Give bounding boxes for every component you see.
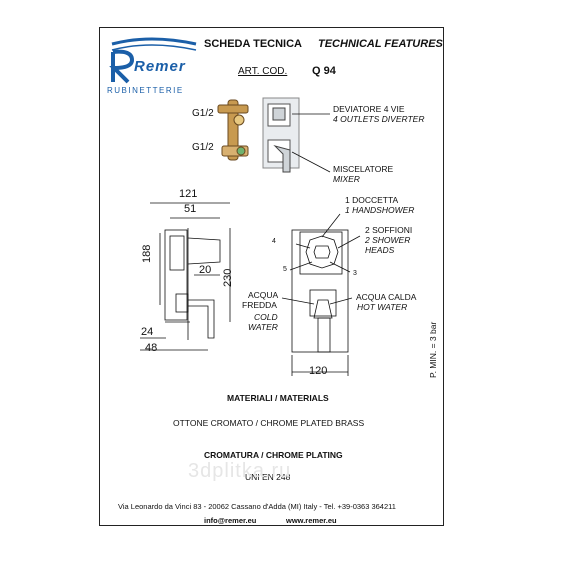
dim-120: 120 bbox=[309, 365, 328, 377]
dim-51: 51 bbox=[184, 203, 197, 215]
mixer-label-en: MIXER bbox=[333, 174, 360, 184]
min-pressure-label: P. MIN. = 3 bar bbox=[428, 321, 438, 378]
shower-heads-label-en-2: HEADS bbox=[365, 245, 395, 255]
diverter-label: DEVIATORE 4 VIE bbox=[333, 104, 405, 114]
valve-body-illustration bbox=[217, 99, 249, 161]
title-english: TECHNICAL FEATURES bbox=[318, 38, 443, 50]
handshower-label: 1 DOCCETTA bbox=[345, 195, 399, 205]
logo-subtitle: RUBINETTERIE bbox=[107, 86, 184, 95]
footer-website[interactable]: www.remer.eu bbox=[286, 516, 337, 525]
title-italian: SCHEDA TECNICA bbox=[204, 38, 302, 50]
outlet-number-3: 3 bbox=[353, 270, 357, 277]
handshower-label-en: 1 HANDSHOWER bbox=[345, 205, 415, 215]
outlet-number-5: 5 bbox=[283, 266, 287, 273]
dim-121: 121 bbox=[179, 188, 198, 200]
watermark: 3dplitka.ru bbox=[188, 460, 292, 482]
art-code-value: Q 94 bbox=[312, 65, 336, 77]
outlet-number-4: 4 bbox=[272, 238, 276, 245]
footer-address: Via Leonardo da Vinci 83 - 20062 Cassano… bbox=[118, 502, 396, 511]
hot-water-label: ACQUA CALDA bbox=[356, 292, 417, 302]
thread-size-bottom: G1/2 bbox=[192, 142, 214, 153]
plating-value: UNI EN 248 bbox=[245, 472, 291, 482]
materials-title: MATERIALI / MATERIALS bbox=[227, 393, 329, 403]
hot-water-label-en: HOT WATER bbox=[357, 302, 408, 312]
logo-wordmark: Remer bbox=[134, 58, 186, 75]
art-code-label: ART. COD. bbox=[238, 66, 288, 77]
dim-188: 188 bbox=[141, 244, 153, 263]
dim-24: 24 bbox=[141, 326, 154, 338]
shower-heads-label-en-1: 2 SHOWER bbox=[365, 235, 411, 245]
side-view-drawing bbox=[140, 202, 231, 351]
dim-20: 20 bbox=[199, 264, 212, 276]
cold-water-label-2: FREDDA bbox=[242, 300, 277, 310]
thread-size-top: G1/2 bbox=[192, 108, 214, 119]
plating-title: CROMATURA / CHROME PLATING bbox=[204, 450, 343, 460]
cold-water-label-1: ACQUA bbox=[248, 290, 279, 300]
cold-water-label-en-2: WATER bbox=[248, 322, 278, 332]
shower-heads-label: 2 SOFFIONI bbox=[365, 225, 413, 235]
cover-plate-illustration bbox=[262, 97, 300, 173]
dim-230: 230 bbox=[222, 268, 234, 287]
cold-water-label-en-1: COLD bbox=[254, 312, 278, 322]
materials-value: OTTONE CROMATO / CHROME PLATED BRASS bbox=[173, 418, 365, 428]
front-view-drawing bbox=[281, 213, 361, 376]
diverter-label-en: 4 OUTLETS DIVERTER bbox=[333, 114, 425, 124]
remer-logo bbox=[109, 37, 197, 84]
footer-email[interactable]: info@remer.eu bbox=[204, 516, 257, 525]
dim-48: 48 bbox=[145, 342, 158, 354]
mixer-label: MISCELATORE bbox=[333, 164, 394, 174]
